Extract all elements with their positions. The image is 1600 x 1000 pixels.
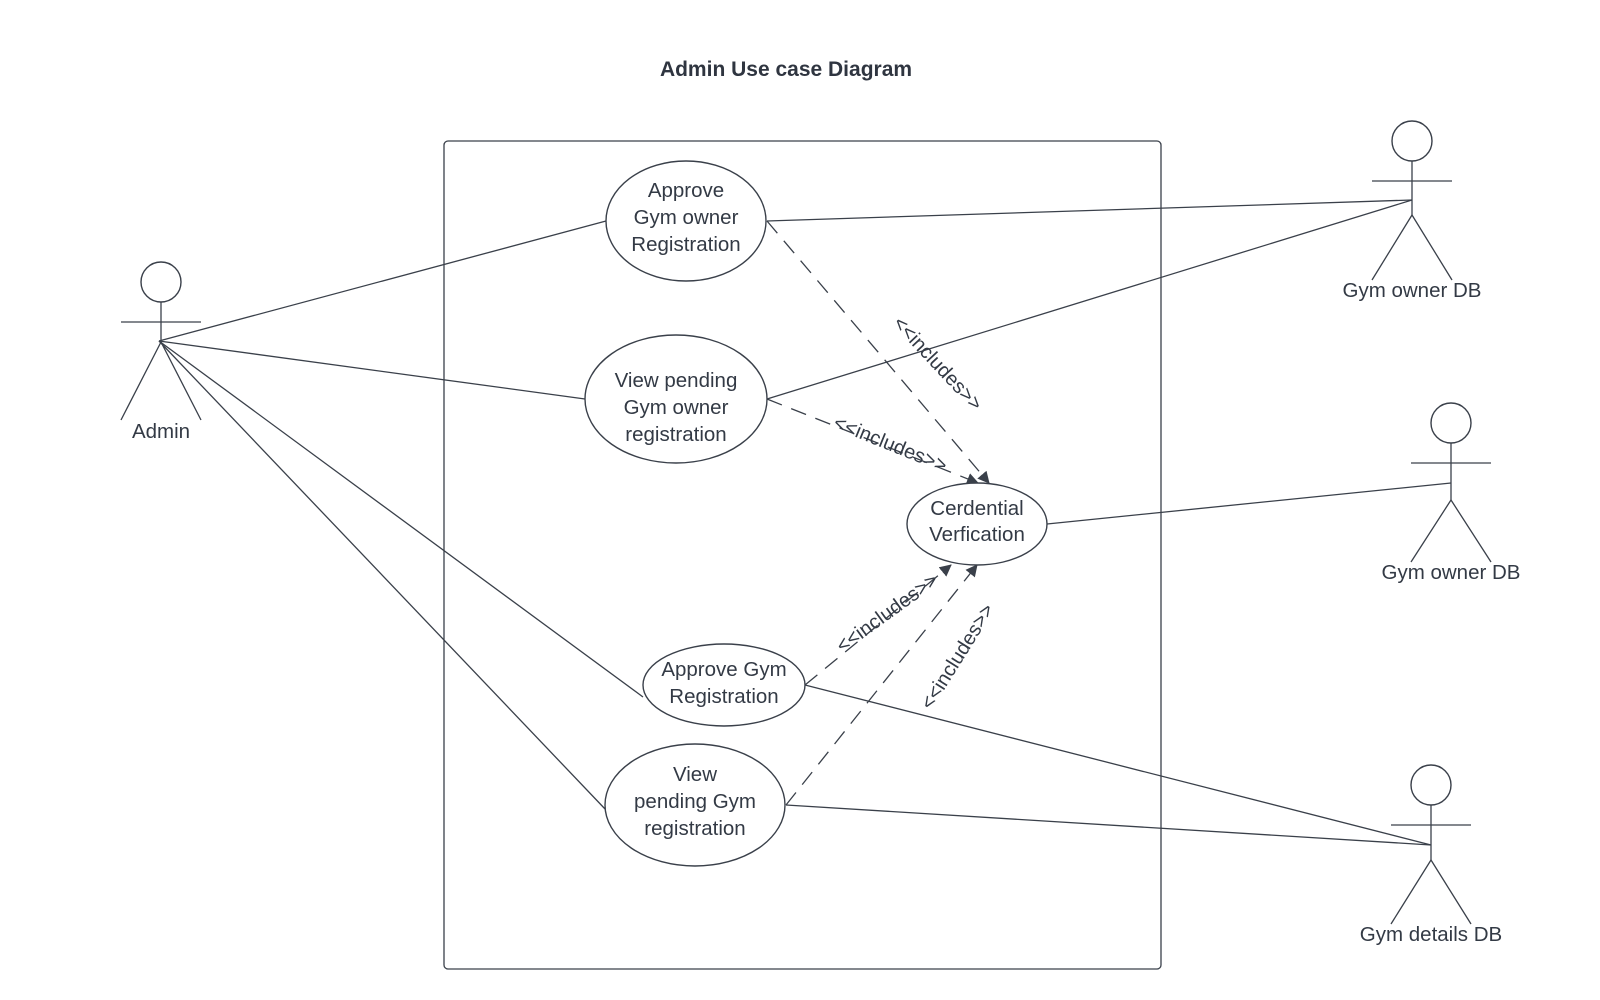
use-case-label-line-1: Approve Gym <box>661 658 786 681</box>
actor-label-gym-owner-db-top: Gym owner DB <box>1343 279 1482 302</box>
actor-label-admin: Admin <box>132 420 190 443</box>
system-boundary <box>443 140 1162 970</box>
use-case-label-line-2: pending Gym <box>634 790 756 813</box>
use-case-label-line-3: registration <box>625 423 726 446</box>
actor-admin: Admin <box>120 261 202 443</box>
use-case-label-line-1: View <box>673 763 717 786</box>
include-label-approve-gym-owner-registration: <<includes>> <box>888 312 986 415</box>
use-case-label-line-1: Cerdential <box>930 497 1023 520</box>
actor-label-gym-owner-db-middle: Gym owner DB <box>1382 561 1521 584</box>
use-case-view-pending-gym-registration: View pending Gym registration <box>604 743 786 867</box>
association-admin-view-pending-gym-registration <box>158 340 607 811</box>
include-relations <box>766 220 990 806</box>
use-case-label-line-2: Gym owner <box>634 206 739 229</box>
association-admin-view-pending-gym-owner-registration <box>158 340 586 400</box>
use-case-label-line-3: registration <box>644 817 745 840</box>
association-approve-gym-registration-gym-details-db <box>804 684 1432 846</box>
actor-label-gym-details-db: Gym details DB <box>1360 923 1502 946</box>
association-admin-approve-gym-owner-registration <box>158 220 607 342</box>
include-arrow-approve-gym-owner-registration <box>766 220 990 484</box>
use-case-label-line-3: Registration <box>631 233 740 256</box>
include-label-view-pending-gym-owner-registration: <<includes>> <box>830 412 950 477</box>
use-case-label-line-2: Gym owner <box>624 396 729 419</box>
association-lines <box>158 199 1452 846</box>
use-case-label-line-2: Registration <box>669 685 778 708</box>
use-case-approve-gym-registration: Approve Gym Registration <box>642 643 806 727</box>
diagram-title: Admin Use case Diagram <box>660 58 912 81</box>
use-case-label-line-2: Verfication <box>929 523 1025 546</box>
association-view-pending-gym-registration-gym-details-db <box>785 804 1432 846</box>
association-admin-approve-gym-registration <box>158 340 644 698</box>
use-case-approve-gym-owner-registration: Approve Gym owner Registration <box>605 160 767 282</box>
include-label-approve-gym-registration: <<includes>> <box>832 569 942 657</box>
include-arrow-approve-gym-registration <box>804 564 952 686</box>
actor-gym-owner-db-top: Gym owner DB <box>1343 120 1482 302</box>
include-label-view-pending-gym-registration: <<includes>> <box>917 600 999 714</box>
actor-gym-details-db: Gym details DB <box>1360 764 1502 946</box>
use-case-view-pending-gym-owner-registration: View pending Gym owner registration <box>584 334 768 464</box>
association-approve-gym-owner-registration-gym-owner-db <box>766 199 1413 222</box>
use-case-label-line-1: View pending <box>615 369 738 392</box>
association-view-pending-gym-owner-registration-gym-owner-db <box>766 199 1413 400</box>
association-credential-verification-gym-owner-db <box>1046 482 1452 525</box>
actor-gym-owner-db-middle: Gym owner DB <box>1382 402 1521 584</box>
use-case-credential-verification: Cerdential Verfication <box>906 482 1048 566</box>
use-case-label-line-1: Approve <box>648 179 724 202</box>
include-arrow-view-pending-gym-owner-registration <box>766 398 979 485</box>
